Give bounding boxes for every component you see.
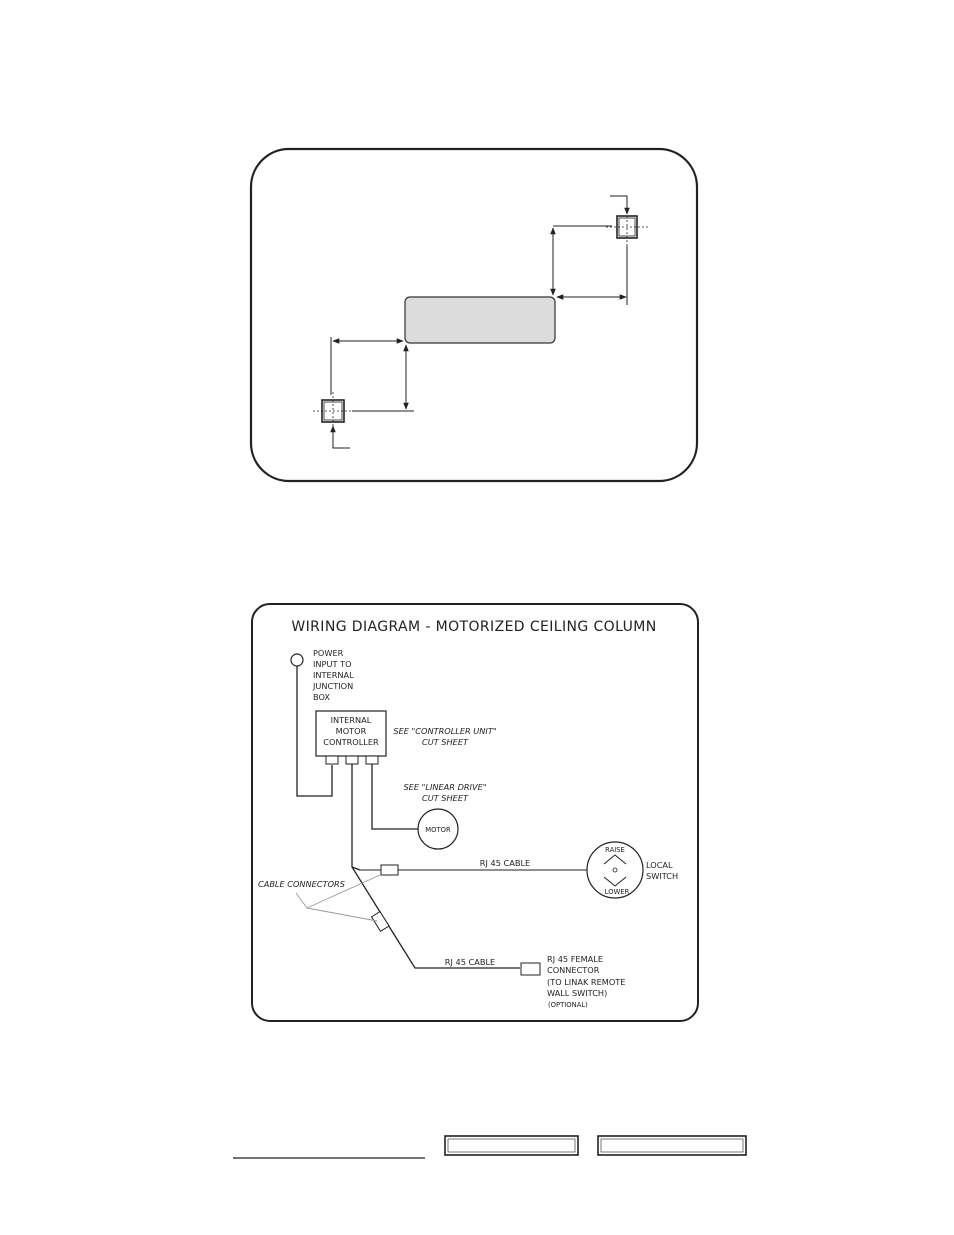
mount-point-upper <box>606 208 648 246</box>
drive-ref-note: SEE "LINEAR DRIVE" CUT SHEET <box>403 782 486 803</box>
footer-box-left <box>444 1135 579 1156</box>
raise-chevron-icon <box>603 854 627 865</box>
svg-text:RJ 45 FEMALE: RJ 45 FEMALE <box>547 954 603 964</box>
motor-wire <box>371 764 418 830</box>
svg-text:INTERNAL: INTERNAL <box>331 715 372 725</box>
svg-text:INTERNAL: INTERNAL <box>313 670 354 680</box>
controller-ref-note: SEE "CONTROLLER UNIT" CUT SHEET <box>393 726 496 747</box>
svg-text:SEE "CONTROLLER UNIT": SEE "CONTROLLER UNIT" <box>393 726 496 736</box>
leader-upper <box>610 195 630 215</box>
wiring-title: WIRING DIAGRAM - MOTORIZED CEILING COLUM… <box>291 619 656 635</box>
rj45-cable-upper-label: RJ 45 CABLE <box>480 858 530 868</box>
column-housing <box>404 296 556 344</box>
cable-connectors-leaders <box>295 874 381 922</box>
female-connector-label: RJ 45 FEMALE CONNECTOR (TO LINAK REMOTE … <box>547 954 625 998</box>
motor-label: MOTOR <box>425 826 451 834</box>
optional-label: (OPTIONAL) <box>548 1001 588 1009</box>
leader-lower <box>330 425 350 449</box>
layout-panel-border <box>249 147 699 483</box>
footer-box-right <box>597 1135 747 1156</box>
svg-text:JUNCTION: JUNCTION <box>312 681 353 691</box>
svg-text:CUT SHEET: CUT SHEET <box>422 793 469 803</box>
footer <box>233 1135 747 1159</box>
layout-panel <box>249 147 699 483</box>
local-switch-label: LOCAL SWITCH <box>646 860 678 881</box>
svg-text:WALL SWITCH): WALL SWITCH) <box>547 988 607 998</box>
cable-connector-lower <box>370 910 390 932</box>
cable-connector-upper <box>380 864 399 876</box>
controller-ports <box>325 755 379 765</box>
mount-point-lower <box>313 392 352 430</box>
svg-text:SEE "LINEAR DRIVE": SEE "LINEAR DRIVE" <box>403 782 486 792</box>
svg-text:BOX: BOX <box>313 692 330 702</box>
motor <box>417 808 459 850</box>
power-input-label: POWER INPUT TO INTERNAL JUNCTION BOX <box>312 648 354 702</box>
wiring-panel-border <box>251 603 699 1022</box>
svg-text:POWER: POWER <box>313 648 344 658</box>
power-input-terminal <box>290 653 304 667</box>
svg-text:LOCAL: LOCAL <box>646 860 673 870</box>
cable-connectors-label: CABLE CONNECTORS <box>258 879 345 889</box>
wiring-panel: WIRING DIAGRAM - MOTORIZED CEILING COLUM… <box>251 603 699 1022</box>
motor-controller-label: INTERNAL MOTOR CONTROLLER <box>323 715 379 747</box>
svg-text:(TO LINAK REMOTE: (TO LINAK REMOTE <box>547 977 625 987</box>
svg-text:CUT SHEET: CUT SHEET <box>422 737 469 747</box>
svg-text:INPUT TO: INPUT TO <box>313 659 352 669</box>
switch-raise-label: RAISE <box>605 846 625 854</box>
svg-text:MOTOR: MOTOR <box>336 726 367 736</box>
svg-text:CONNECTOR: CONNECTOR <box>547 965 600 975</box>
rj45-cable-lower-label: RJ 45 CABLE <box>445 957 495 967</box>
svg-text:SWITCH: SWITCH <box>646 871 678 881</box>
svg-text:CONTROLLER: CONTROLLER <box>323 737 379 747</box>
dimension-lines <box>330 225 628 412</box>
switch-lower-label: LOWER <box>605 888 630 896</box>
motor-controller-box <box>315 710 387 757</box>
power-wire <box>296 666 333 797</box>
rj45-female-connector <box>520 962 541 976</box>
lower-chevron-icon <box>603 876 627 887</box>
